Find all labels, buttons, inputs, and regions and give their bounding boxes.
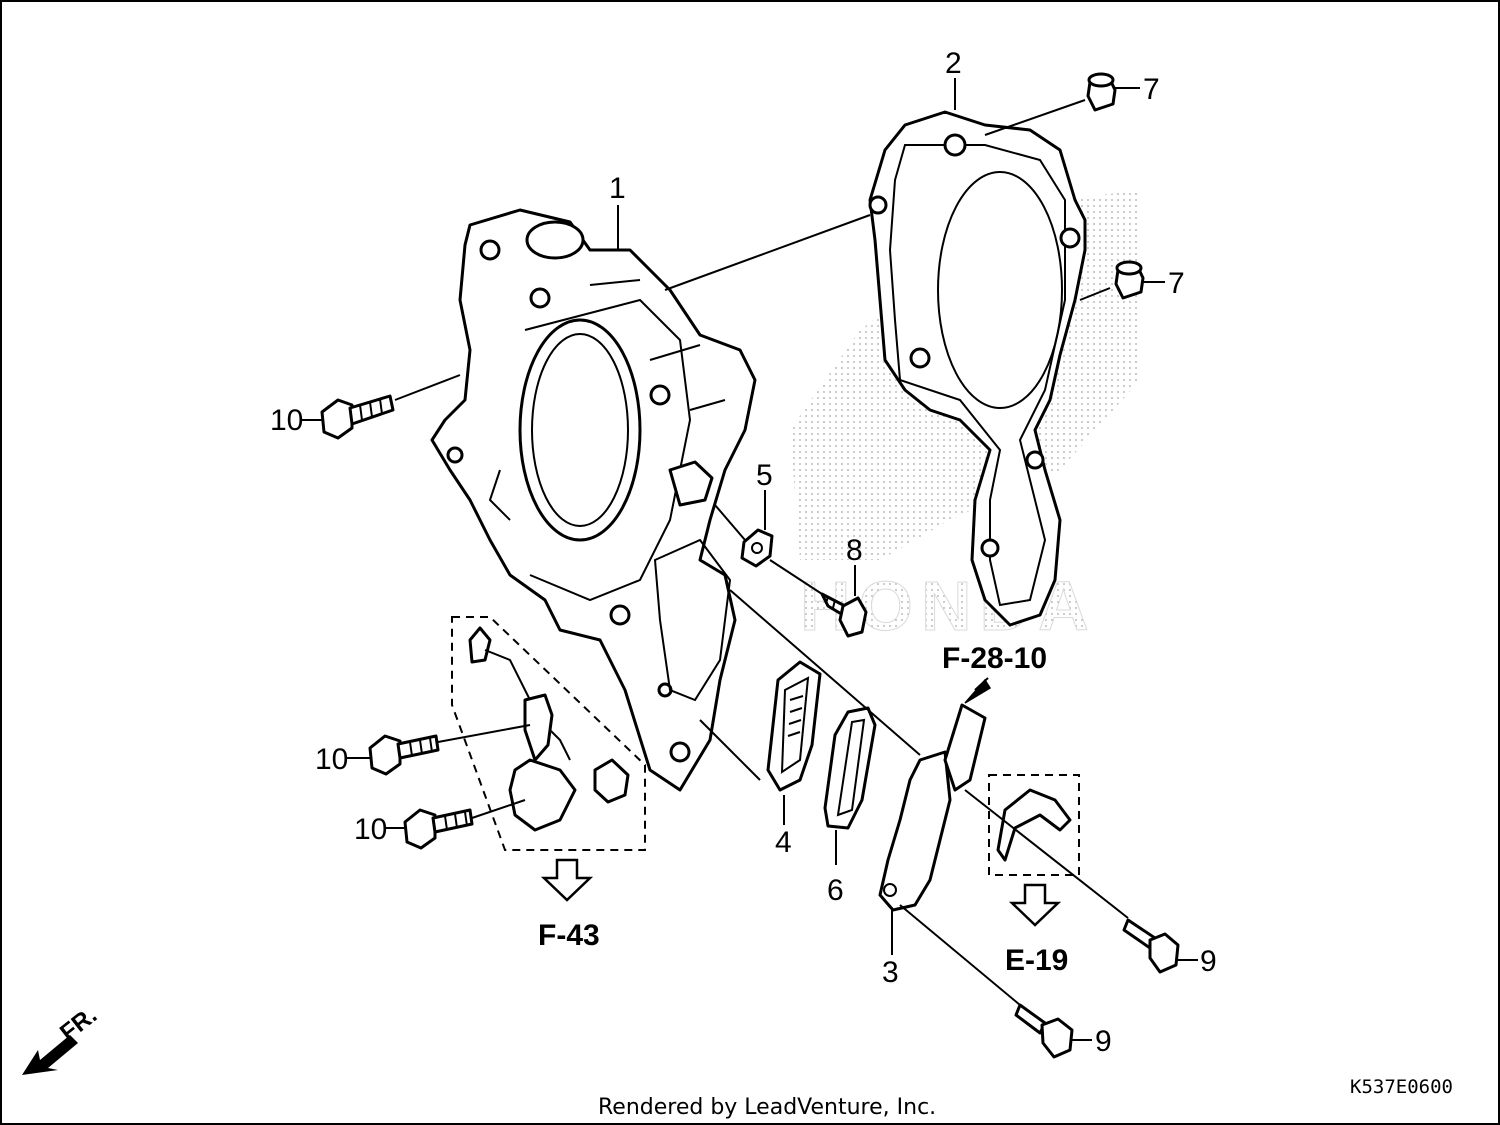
stud-bolt-part[interactable] [820,592,868,638]
f28-arrow-icon [964,678,992,704]
reference-f28-10[interactable]: F-28-10 [942,642,1047,675]
diagram-code: K537E0600 [1350,1076,1453,1098]
clip-part[interactable] [996,788,1072,862]
nut-part[interactable] [740,528,774,568]
reference-f43[interactable]: F-43 [538,919,600,952]
front-direction-marker: FR. [22,1002,102,1075]
reference-e19[interactable]: E-19 [1005,944,1068,977]
bolt-right-upper[interactable] [1122,918,1180,974]
callout-3: 3 [882,956,899,989]
cylinder-part[interactable] [430,208,757,792]
callout-2: 2 [945,47,962,80]
bolt-upper-left[interactable] [320,394,395,440]
bolt-middle-left[interactable] [368,734,440,776]
dowel-pin-upper[interactable] [1086,72,1117,112]
e19-arrow-icon [1008,883,1062,927]
e19-detail-box [988,774,1080,876]
cylinder-gasket-part[interactable] [868,110,1087,627]
callout-9b: 9 [1095,1025,1112,1058]
callout-10b: 10 [315,743,348,776]
dowel-pin-lower[interactable] [1114,260,1145,300]
callout-8: 8 [846,534,863,567]
packing-part[interactable] [823,706,877,830]
callout-7a: 7 [1143,73,1160,106]
callout-1: 1 [609,172,626,205]
callout-6: 6 [827,874,844,907]
sensor-bracket-part[interactable] [468,626,630,832]
render-credit: Rendered by LeadVenture, Inc. [598,1095,936,1120]
callout-5: 5 [756,459,773,492]
callout-10a: 10 [270,404,303,437]
callout-10c: 10 [354,813,387,846]
f43-arrow-icon [540,858,594,902]
f43-detail-box [451,616,646,851]
cover-part[interactable] [878,703,987,912]
front-arrow-icon [22,1035,78,1075]
bolt-right-lower[interactable] [1014,1003,1074,1059]
callout-7b: 7 [1168,267,1185,300]
leader-lines [300,78,1198,1041]
callout-4: 4 [775,826,792,859]
bolt-lower-left[interactable] [403,808,474,850]
callout-9a: 9 [1200,945,1217,978]
front-label: FR. [55,1002,102,1047]
guide-plate-part[interactable] [766,660,822,792]
